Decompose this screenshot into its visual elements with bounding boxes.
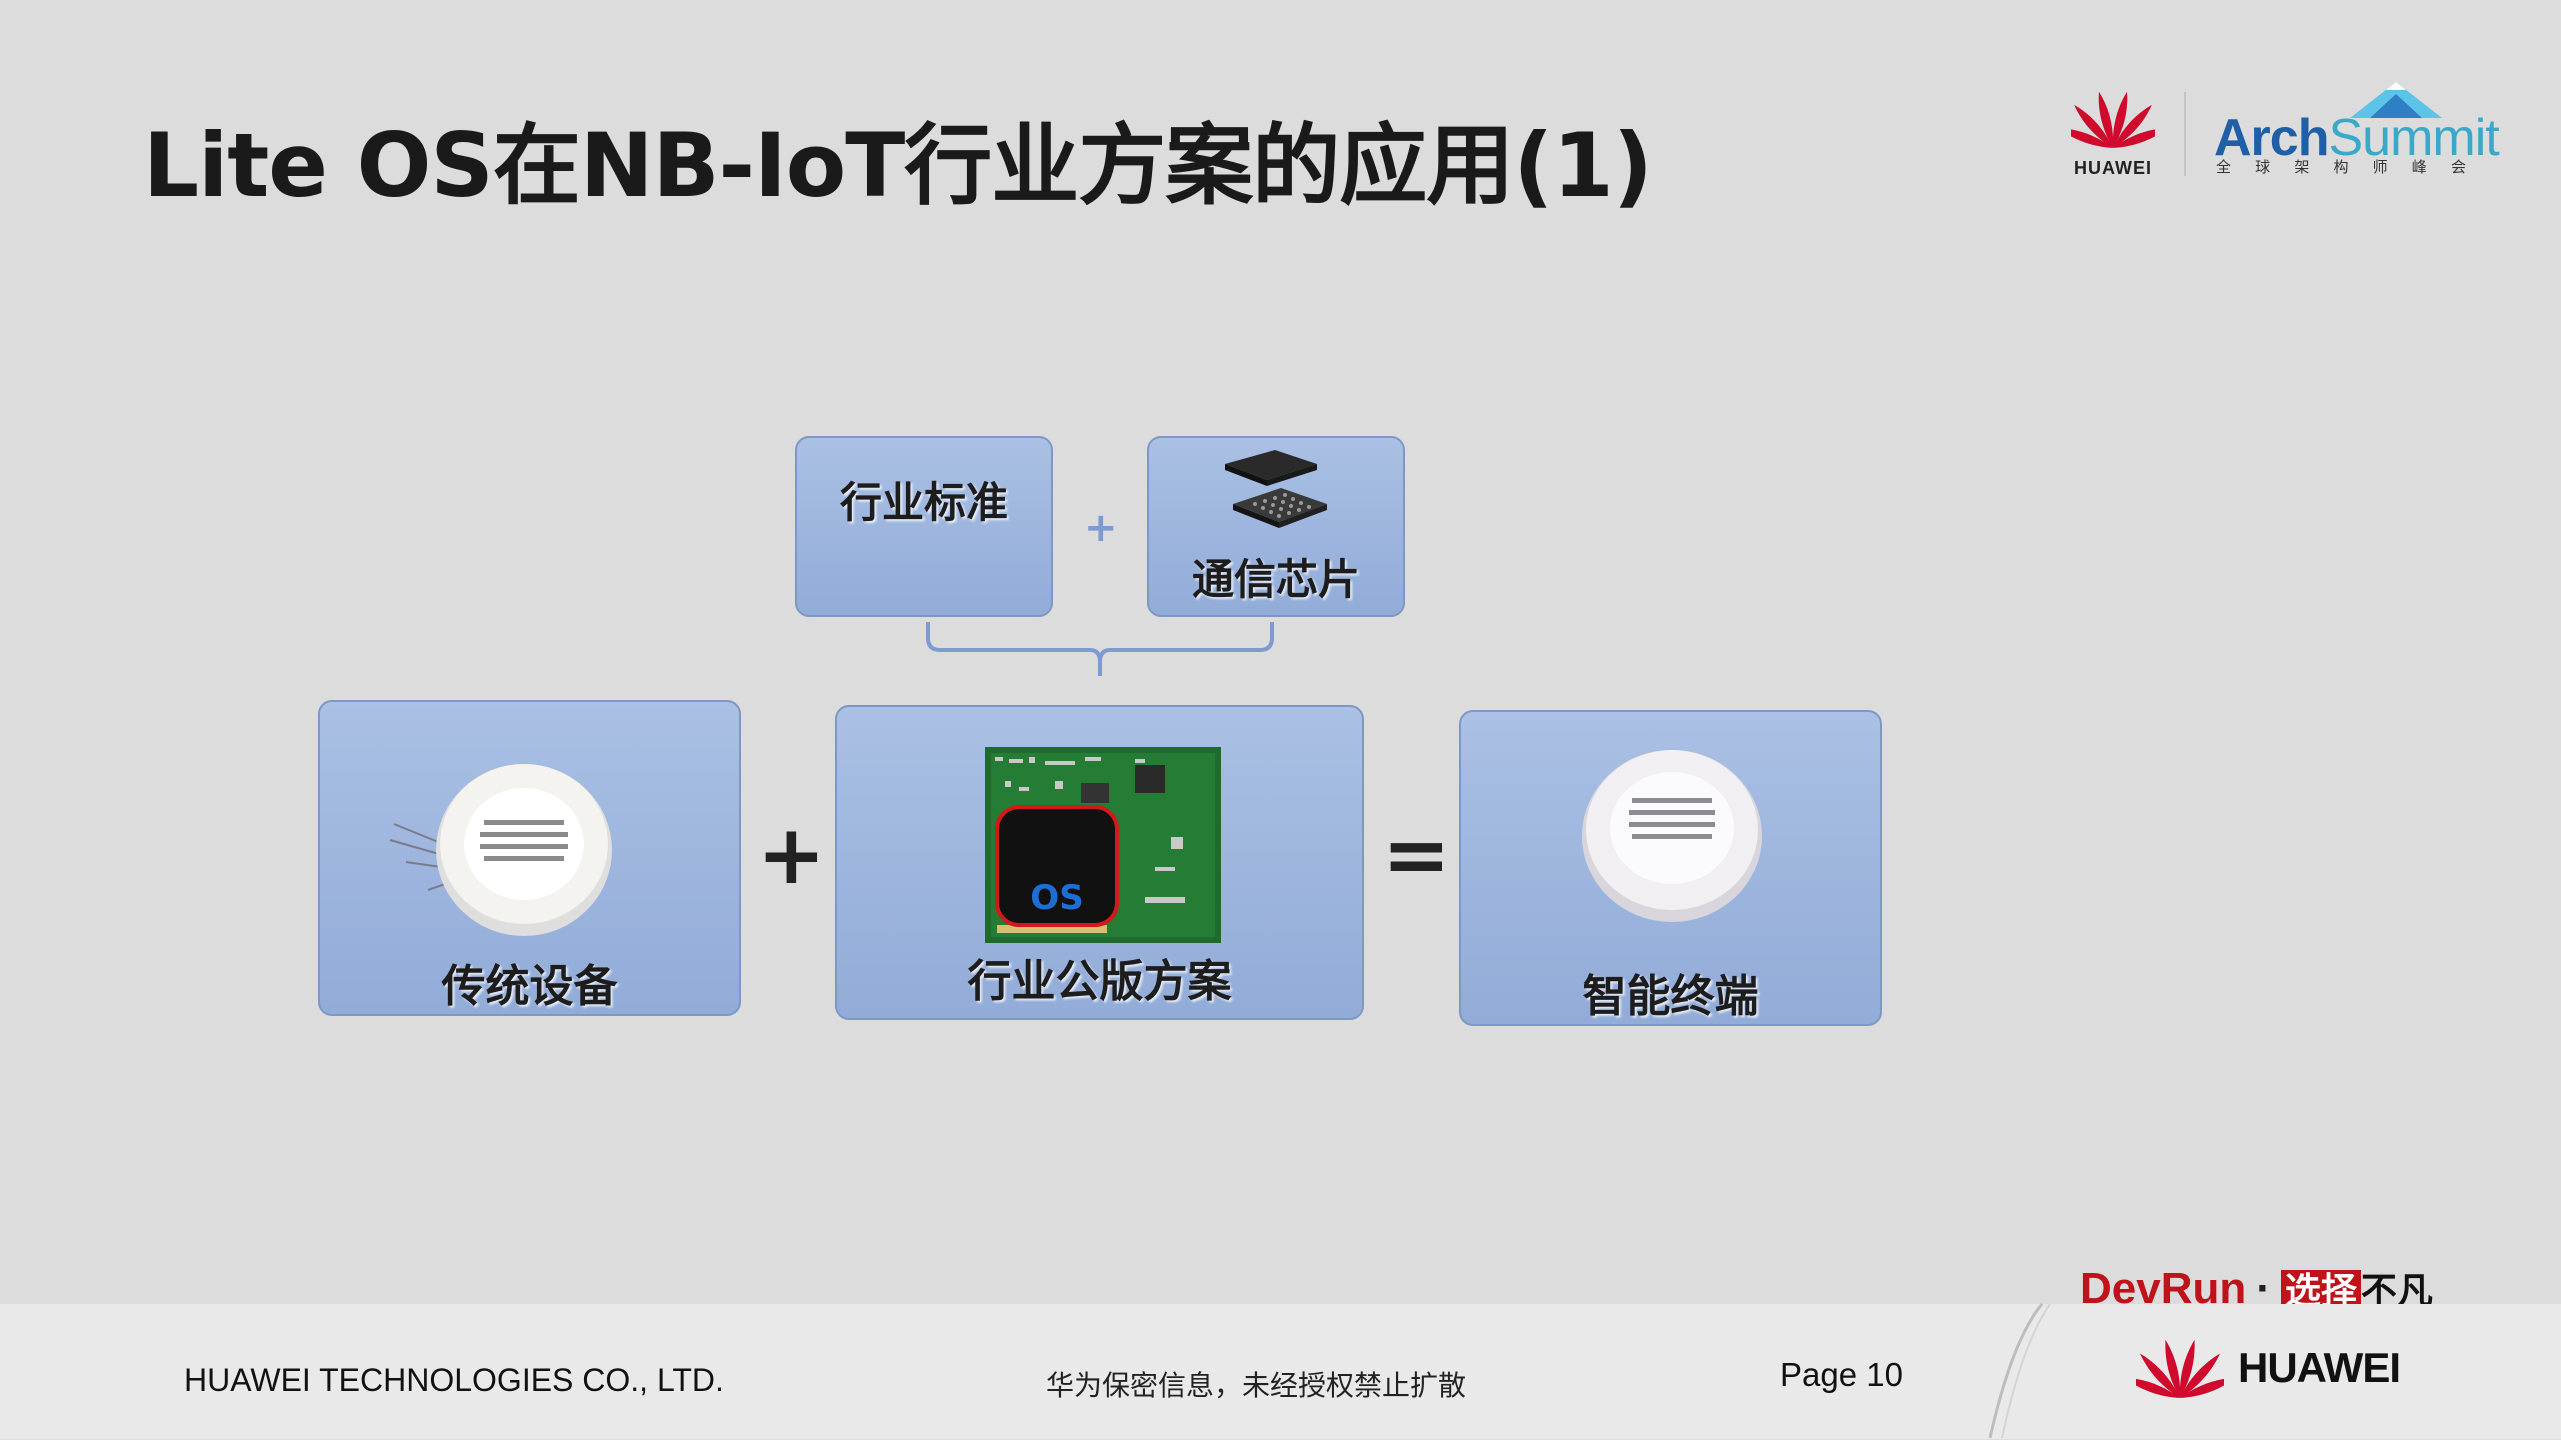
huawei-flower-icon xyxy=(2058,91,2168,148)
archsummit-sub-char: 构 xyxy=(2333,158,2349,176)
traditional-device-box: 传统设备 xyxy=(318,700,741,1016)
smoke-detector-icon xyxy=(389,764,612,936)
archsummit-sub-char: 架 xyxy=(2294,158,2310,176)
footer-slash-divider xyxy=(1988,1303,2051,1439)
archsummit-arch-text: Arch xyxy=(2214,109,2329,167)
smart-terminal-box: 智能终端 xyxy=(1459,710,1882,1026)
footer-company: HUAWEI TECHNOLOGIES CO., LTD. xyxy=(184,1362,724,1398)
comm-chip-label: 通信芯片 xyxy=(1191,555,1360,604)
archsummit-sub-char: 全 xyxy=(2216,158,2232,176)
comm-chip-box: 通信芯片 xyxy=(1147,436,1405,617)
archsummit-logo: ArchSummit 全 球 架 构 师 峰 会 xyxy=(2210,82,2500,186)
os-text: OS xyxy=(1030,878,1083,918)
devrun-slogan: DevRun·选择不凡 xyxy=(2080,1262,2433,1308)
mountain-icon xyxy=(2350,82,2442,118)
footer-bar xyxy=(0,1304,2561,1439)
archsummit-subtitle: 全 球 架 构 师 峰 会 xyxy=(2216,156,2466,177)
pcb-board-icon: OS xyxy=(985,747,1221,943)
huawei-flower-icon xyxy=(2136,1339,2224,1398)
archsummit-sub-char: 师 xyxy=(2372,158,2388,176)
bga-chip-icon xyxy=(1225,450,1327,528)
devrun-dot: · xyxy=(2256,1264,2271,1308)
traditional-device-label: 传统设备 xyxy=(441,961,618,1012)
industry-standard-box: 行业标准 xyxy=(795,436,1053,617)
smart-detector-icon xyxy=(1582,750,1762,922)
slide-title: Lite OS在NB-IoT行业方案的应用(1) xyxy=(143,114,1653,217)
archsummit-sub-char: 峰 xyxy=(2411,158,2427,176)
huawei-logo-top-text: HUAWEI xyxy=(2074,158,2152,178)
devrun-slogan-text: 不凡 xyxy=(2360,1270,2433,1308)
brace-connector xyxy=(926,622,1274,676)
industry-solution-box: OS 行业公版方案 xyxy=(835,705,1364,1020)
small-plus-sign: + xyxy=(1084,505,1118,551)
archsummit-sub-char: 会 xyxy=(2450,158,2466,176)
footer-confidential: 华为保密信息，未经授权禁止扩散 xyxy=(1046,1369,1467,1402)
archsummit-summit-text: Summit xyxy=(2328,109,2499,167)
industry-solution-label: 行业公版方案 xyxy=(967,956,1232,1007)
smart-terminal-label: 智能终端 xyxy=(1582,971,1759,1022)
archsummit-sub-char: 球 xyxy=(2255,158,2271,176)
huawei-logo-footer: HUAWEI xyxy=(2136,1336,2401,1400)
industry-standard-label: 行业标准 xyxy=(839,478,1008,527)
plus-sign: + xyxy=(757,808,826,903)
page-number: Page 10 xyxy=(1780,1356,1903,1393)
logo-divider xyxy=(2184,92,2186,176)
equals-sign: = xyxy=(1382,808,1451,903)
devrun-text: DevRun xyxy=(2080,1264,2247,1308)
huawei-logo-footer-text: HUAWEI xyxy=(2238,1344,2401,1391)
devrun-slogan-highlight: 选择 xyxy=(2280,1270,2361,1308)
huawei-logo-top: HUAWEI xyxy=(2058,88,2168,179)
